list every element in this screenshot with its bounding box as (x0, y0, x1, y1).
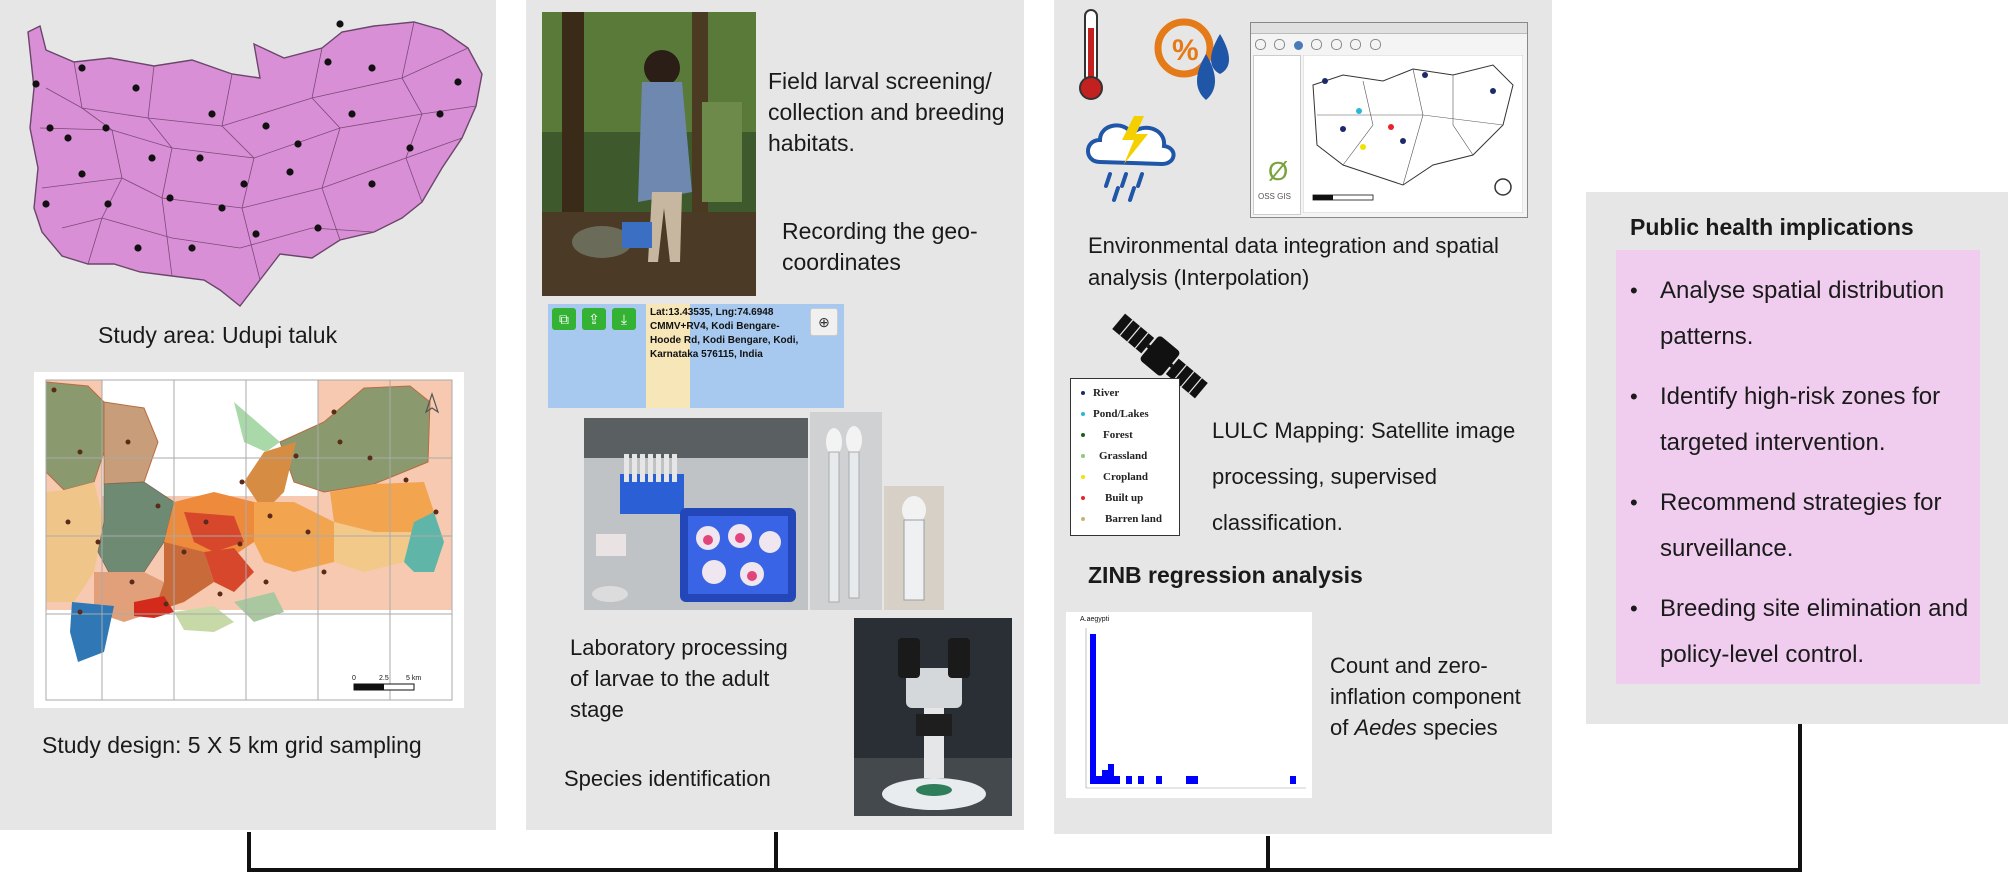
gis-layers-panel: Ø OSS GIS (1253, 55, 1301, 215)
thermometer-icon (1079, 9, 1103, 100)
legend-label-built-up: Built up (1105, 492, 1144, 504)
legend-item-cropland: Cropland (1081, 471, 1149, 483)
scale-label-0: 0 (352, 675, 356, 682)
gis-tool-button[interactable] (1311, 39, 1323, 50)
legend-label-river: River (1093, 387, 1120, 399)
environmental-integration-text: Environmental data integration and spati… (1088, 233, 1499, 290)
lab-larvae-tray-photo (584, 418, 808, 610)
geo-coordinates-text: Recording the geo-coordinates (782, 218, 978, 275)
gis-tool-button[interactable] (1293, 41, 1303, 50)
histogram-bars (1090, 634, 1296, 784)
gis-toolbar (1255, 37, 1435, 50)
study-design-label: Study design: 5 X 5 km grid sampling (42, 732, 422, 758)
public-health-box: Analyse spatial distribution patterns. I… (1616, 250, 1980, 684)
gis-tool-button[interactable] (1330, 39, 1342, 50)
histogram-title: A.aegypti (1080, 616, 1110, 623)
satellite-icon (1112, 313, 1208, 399)
lab-processing-text: Laboratory processing of larvae to the a… (570, 635, 788, 722)
zinb-histogram: A.aegypti (1066, 612, 1312, 798)
gps-address-text: Lat:13.43535, Lng:74.6948 CMMV+RV4, Kodi… (650, 307, 799, 360)
legend-label-barren-land: Barren land (1105, 513, 1162, 525)
legend-label-pond-lakes: Pond/Lakes (1093, 408, 1149, 420)
udupi-taluk-map (27, 20, 483, 307)
qgis-logo-icon: Ø (1268, 156, 1289, 186)
locate-icon[interactable]: ⊕ (810, 308, 838, 336)
lulc-mapping-text: LULC Mapping: Satellite image processing… (1212, 418, 1516, 535)
percent-sign: % (1172, 34, 1199, 67)
bullet-high-risk-zones: Identify high-risk zones for targeted in… (1616, 374, 1980, 466)
count-text-2: species (1423, 715, 1498, 740)
microscope-photo (854, 618, 1012, 816)
legend-label-forest: Forest (1103, 429, 1133, 441)
species-identification-text: Species identification (564, 766, 771, 791)
save-location-icon[interactable]: ⤓ (612, 308, 636, 330)
gis-tool-button[interactable] (1255, 39, 1266, 50)
bullet-surveillance: Recommend strategies for surveillance. (1616, 480, 1980, 572)
gis-tool-button[interactable] (1274, 39, 1286, 50)
humidity-percent-icon: % (1154, 18, 1229, 100)
count-zero-inflation-text: Count and zero-inflation component of Ae… (1330, 650, 1524, 743)
count-text-1: Count and zero-inflation component of (1330, 653, 1521, 740)
gis-map-canvas (1303, 55, 1523, 213)
grid-sampling-map: 0 2.5 5 km (34, 372, 464, 708)
connector-panel3 (1266, 836, 1270, 872)
lulc-legend-box: River Pond/Lakes Forest Grassland Cropla… (1070, 378, 1180, 536)
legend-dot-barren-land (1081, 517, 1085, 521)
field-screening-text: Field larval screening/ collection and b… (768, 68, 1005, 156)
share-icon[interactable]: ⇪ (582, 308, 606, 330)
legend-item-grassland: Grassland (1081, 450, 1148, 462)
scale-label-2-5: 2.5 (379, 675, 389, 682)
connector-panel4 (1798, 724, 1802, 872)
storm-rain-icon (1086, 116, 1176, 202)
legend-dot-river (1081, 391, 1085, 395)
legend-dot-forest (1081, 433, 1085, 437)
connector-bottom-line (247, 868, 1802, 872)
legend-item-built-up: Built up (1081, 492, 1144, 504)
legend-item-river: River (1081, 387, 1120, 399)
copy-icon[interactable]: ⧉ (552, 308, 576, 330)
legend-item-forest: Forest (1081, 429, 1133, 441)
gps-road (646, 304, 690, 408)
scale-label-5km: 5 km (406, 675, 421, 682)
legend-dot-cropland (1081, 475, 1085, 479)
gis-software-window: Ø OSS GIS (1250, 22, 1528, 218)
qgis-label: OSS GIS (1258, 192, 1291, 201)
field-collection-photo (542, 12, 756, 296)
legend-item-pond-lakes: Pond/Lakes (1081, 408, 1149, 420)
gis-tool-button[interactable] (1350, 39, 1362, 50)
gps-coordinates-screenshot: ⧉ ⇪ ⤓ Lat:13.43535, Lng:74.6948 CMMV+RV4… (548, 304, 844, 408)
bullet-breeding-site: Breeding site elimination and policy-lev… (1616, 586, 1980, 678)
gis-menu-bar (1251, 23, 1527, 34)
zinb-title: ZINB regression analysis (1088, 562, 1363, 588)
public-health-title: Public health implications (1630, 214, 1914, 240)
legend-dot-built-up (1081, 496, 1085, 500)
connector-panel2 (774, 832, 778, 872)
legend-item-barren-land: Barren land (1081, 513, 1162, 525)
legend-dot-grassland (1081, 454, 1085, 458)
gis-tool-button[interactable] (1369, 39, 1381, 50)
study-area-label: Study area: Udupi taluk (98, 322, 338, 348)
legend-dot-pond-lakes (1081, 412, 1085, 416)
connector-panel1 (247, 832, 251, 872)
test-tubes-photo (810, 412, 882, 610)
legend-label-grassland: Grassland (1099, 450, 1148, 462)
aedes-italic: Aedes (1354, 715, 1417, 740)
public-health-list: Analyse spatial distribution patterns. I… (1616, 268, 1980, 678)
legend-label-cropland: Cropland (1103, 471, 1149, 483)
vial-photo (884, 486, 944, 610)
bullet-spatial-patterns: Analyse spatial distribution patterns. (1616, 268, 1980, 360)
